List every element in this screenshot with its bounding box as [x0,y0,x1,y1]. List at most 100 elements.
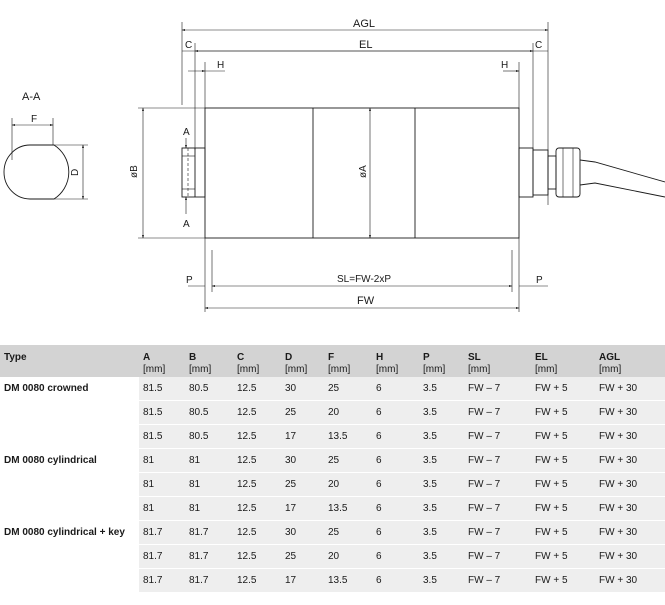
dim-agl-label: AGL [353,18,375,30]
table-cell: 20 [324,400,372,425]
column-header-name: P [423,352,430,363]
cross-section-view: F D [3,114,88,200]
table-cell: 12.5 [233,496,281,521]
table-cell: FW + 30 [595,472,665,497]
column-header-f: F[mm] [324,345,372,377]
column-header-name: EL [535,352,548,363]
top-dimensions: AGL EL C C H H [181,18,549,205]
type-cell: DM 0080 cylindrical + key [0,520,139,593]
table-cell: 6 [372,400,419,425]
table-cell: 3.5 [419,448,464,473]
table-cell: FW – 7 [464,424,531,449]
table-cell: 81.5 [139,400,185,425]
table-cell: 81.7 [185,520,233,545]
table-cell: FW + 5 [531,568,595,593]
section-title: A-A [22,91,41,103]
table-cell: 12.5 [233,424,281,449]
section-marker-a-top: A [183,127,190,138]
table-cell: 12.5 [233,448,281,473]
column-header-unit: [mm] [535,364,558,375]
table-cell: 3.5 [419,568,464,593]
table-cell: 12.5 [233,472,281,497]
table-cell: 81.7 [185,544,233,569]
table-cell: 81 [185,448,233,473]
table-cell: 17 [281,496,324,521]
dim-p-left-label: P [186,275,193,286]
column-header-unit: [mm] [376,364,399,375]
table-cell: 81.5 [139,377,185,401]
table-cell: 80.5 [185,377,233,401]
table-cell: 81.7 [139,520,185,545]
table-cell: 12.5 [233,400,281,425]
table-cell: FW + 5 [531,496,595,521]
table-cell: 25 [324,448,372,473]
column-header-h: H[mm] [372,345,419,377]
column-header-d: D[mm] [281,345,324,377]
table-cell: 25 [324,520,372,545]
table-cell: 3.5 [419,424,464,449]
table-cell: 25 [281,400,324,425]
column-header-unit: [mm] [328,364,351,375]
dim-dia-a-label: øA [358,165,369,178]
dim-fw-label: FW [357,295,375,307]
table-cell: FW – 7 [464,400,531,425]
column-header-unit: [mm] [189,364,212,375]
table-cell: FW – 7 [464,520,531,545]
table-cell: 30 [281,448,324,473]
column-header-b: B[mm] [185,345,233,377]
table-cell: 81.7 [139,544,185,569]
column-header-name: SL [468,352,481,363]
table-cell: 17 [281,424,324,449]
column-header-unit: [mm] [468,364,491,375]
table-cell: 81.7 [139,568,185,593]
table-cell: FW + 5 [531,424,595,449]
table-cell: 3.5 [419,520,464,545]
column-header-p: P[mm] [419,345,464,377]
table-cell: FW + 5 [531,544,595,569]
type-cell: DM 0080 cylindrical [0,448,139,521]
table-cell: 30 [281,520,324,545]
table-cell: 25 [281,544,324,569]
table-cell: 3.5 [419,400,464,425]
dim-c-right-label: C [535,40,542,51]
type-cell: DM 0080 crowned [0,377,139,449]
table-cell: 6 [372,544,419,569]
dim-h-left-label: H [217,60,224,71]
bottom-dimensions: P P SL=FW-2xP FW [186,238,548,312]
column-header-sl: SL[mm] [464,345,531,377]
table-cell: 6 [372,520,419,545]
table-cell: 13.5 [324,496,372,521]
table-cell: FW – 7 [464,472,531,497]
dim-p-right-label: P [536,275,543,286]
table-cell: FW + 30 [595,496,665,521]
table-cell: 80.5 [185,424,233,449]
table-cell: FW + 30 [595,424,665,449]
table-cell: FW + 30 [595,400,665,425]
dim-c-left-label: C [185,40,192,51]
table-cell: 25 [324,377,372,401]
column-header-type: Type [0,345,139,377]
column-header-unit: [mm] [423,364,446,375]
table-cell: 20 [324,544,372,569]
column-header-unit: [mm] [285,364,308,375]
dim-dia-b-label: øB [129,165,140,178]
column-header-name: AGL [599,352,621,363]
table-cell: 81 [139,472,185,497]
table-cell: 12.5 [233,520,281,545]
table-cell: 3.5 [419,544,464,569]
column-header-name: F [328,352,335,363]
table-cell: 81 [185,472,233,497]
table-cell: 81 [139,496,185,521]
table-cell: FW – 7 [464,448,531,473]
column-header-name: C [237,352,245,363]
column-header-name: Type [4,352,27,363]
table-cell: FW + 5 [531,448,595,473]
table-cell: 30 [281,377,324,401]
